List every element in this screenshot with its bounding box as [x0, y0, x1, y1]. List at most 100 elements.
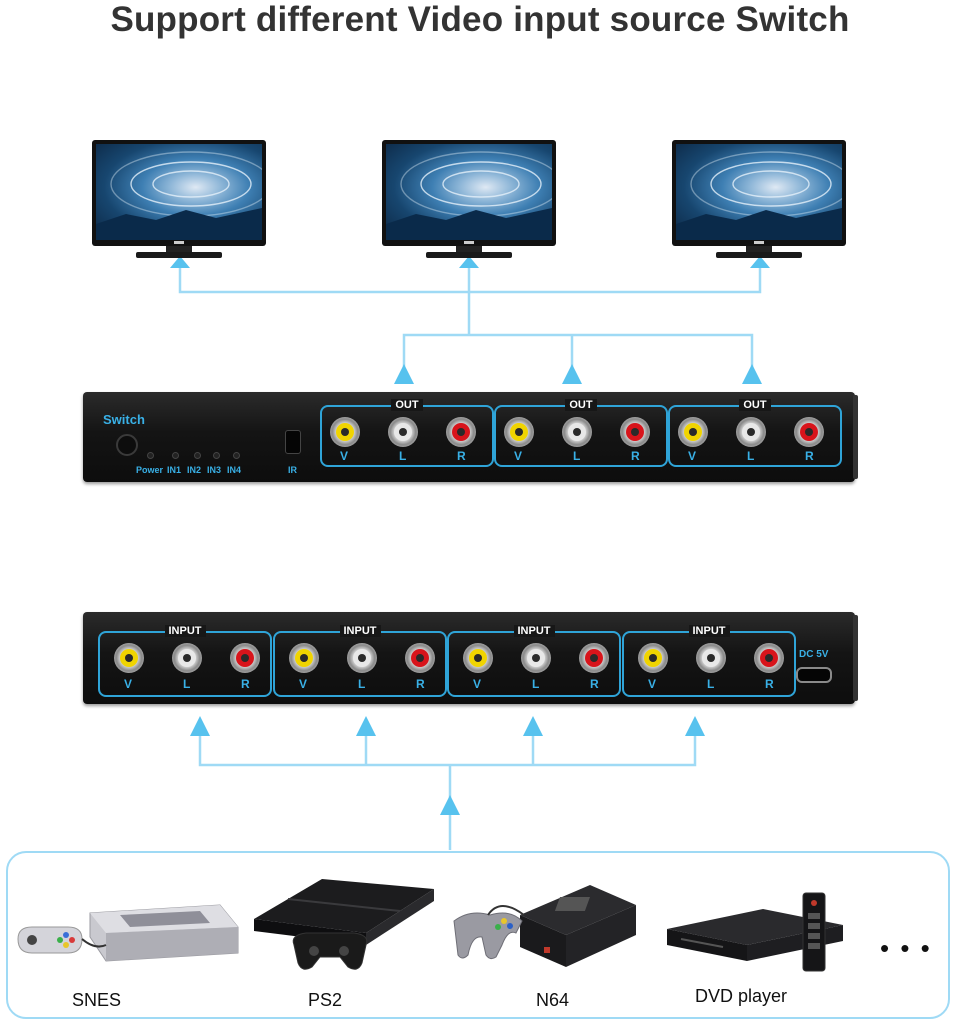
- switch-brand-label: Switch: [103, 412, 145, 427]
- snes-console-icon: [17, 904, 239, 962]
- port-label: R: [416, 677, 425, 691]
- port-label: R: [805, 449, 814, 463]
- ir-sensor-icon: [285, 430, 301, 454]
- usb-c-power-port-icon[interactable]: [796, 667, 832, 683]
- output-group-2: OUT V L R: [494, 399, 668, 467]
- port-label: L: [707, 677, 715, 691]
- led-label-power: Power: [136, 465, 164, 475]
- led-label-in4: IN4: [227, 465, 242, 475]
- audio-right-in-port-icon[interactable]: [405, 643, 435, 673]
- arrow-up-icon: [685, 716, 705, 736]
- audio-left-out-port-icon[interactable]: [736, 417, 766, 447]
- audio-right-in-port-icon[interactable]: [230, 643, 260, 673]
- port-label: R: [631, 449, 640, 463]
- video-in-port-icon[interactable]: [638, 643, 668, 673]
- output-group-1: OUT V L R: [320, 399, 494, 467]
- video-out-port-icon[interactable]: [504, 417, 534, 447]
- source-label-n64: N64: [536, 990, 570, 1010]
- in3-led-icon: [213, 452, 220, 459]
- port-label: L: [532, 677, 540, 691]
- n64-console-icon: [453, 885, 636, 967]
- output-group-label: OUT: [391, 399, 423, 411]
- port-label: V: [648, 677, 657, 691]
- arrow-up-icon: [523, 716, 543, 736]
- port-label: V: [514, 449, 523, 463]
- audio-right-in-port-icon[interactable]: [579, 643, 609, 673]
- arrow-up-icon: [440, 795, 460, 815]
- dc-power-label: DC 5V: [799, 649, 829, 660]
- port-label: R: [765, 677, 774, 691]
- switch-button[interactable]: [116, 434, 138, 456]
- port-label: R: [590, 677, 599, 691]
- more-sources-ellipsis: • • •: [880, 933, 932, 963]
- video-out-port-icon[interactable]: [678, 417, 708, 447]
- port-label: V: [473, 677, 482, 691]
- video-in-port-icon[interactable]: [114, 643, 144, 673]
- video-out-port-icon[interactable]: [330, 417, 360, 447]
- page-title: Support different Video input source Swi…: [110, 0, 850, 39]
- input-group-4: INPUT V L R: [622, 625, 796, 697]
- port-label: L: [573, 449, 581, 463]
- port-label: V: [340, 449, 349, 463]
- in1-led-icon: [172, 452, 179, 459]
- arrow-up-icon: [356, 716, 376, 736]
- audio-left-in-port-icon[interactable]: [696, 643, 726, 673]
- input-group-label: INPUT: [339, 625, 381, 637]
- port-label: R: [457, 449, 466, 463]
- port-label: L: [183, 677, 191, 691]
- dvd-player-icon: [667, 892, 843, 972]
- arrow-up-icon: [170, 256, 190, 268]
- port-label: L: [747, 449, 755, 463]
- input-group-label: INPUT: [688, 625, 730, 637]
- in2-led-icon: [194, 452, 201, 459]
- arrow-up-icon: [394, 364, 414, 384]
- source-label-dvd-player: DVD player: [695, 986, 788, 1006]
- led-label-in2: IN2: [187, 465, 202, 475]
- input-group-3: INPUT V L R: [447, 625, 621, 697]
- audio-right-out-port-icon[interactable]: [794, 417, 824, 447]
- audio-right-in-port-icon[interactable]: [754, 643, 784, 673]
- input-group-2: INPUT V L R: [273, 625, 447, 697]
- audio-right-out-port-icon[interactable]: [620, 417, 650, 447]
- tv-display: [92, 140, 266, 262]
- ps2-console-icon: [254, 879, 434, 970]
- output-group-label: OUT: [739, 399, 771, 411]
- ir-label: IR: [288, 465, 297, 475]
- port-label: R: [241, 677, 250, 691]
- arrow-up-icon: [459, 256, 479, 268]
- output-group-label: OUT: [565, 399, 597, 411]
- port-label: V: [124, 677, 133, 691]
- in4-led-icon: [233, 452, 240, 459]
- audio-left-out-port-icon[interactable]: [388, 417, 418, 447]
- audio-right-out-port-icon[interactable]: [446, 417, 476, 447]
- input-group-label: INPUT: [164, 625, 206, 637]
- output-group-3: OUT V L R: [668, 399, 842, 467]
- port-label: V: [688, 449, 697, 463]
- port-label: L: [399, 449, 407, 463]
- sources-panel: SNES PS2 N64 DVD player • • •: [6, 851, 950, 1019]
- audio-left-out-port-icon[interactable]: [562, 417, 592, 447]
- arrow-up-icon: [190, 716, 210, 736]
- arrow-up-icon: [742, 364, 762, 384]
- tv-display: [672, 140, 846, 262]
- port-label: L: [358, 677, 366, 691]
- arrow-up-icon: [750, 256, 770, 268]
- tv-display: [382, 140, 556, 262]
- video-in-port-icon[interactable]: [289, 643, 319, 673]
- led-label-in1: IN1: [167, 465, 182, 475]
- source-label-ps2: PS2: [308, 990, 343, 1010]
- power-led-icon: [147, 452, 154, 459]
- video-in-port-icon[interactable]: [463, 643, 493, 673]
- port-label: V: [299, 677, 308, 691]
- source-label-snes: SNES: [72, 990, 122, 1010]
- input-group-label: INPUT: [513, 625, 555, 637]
- audio-left-in-port-icon[interactable]: [172, 643, 202, 673]
- audio-left-in-port-icon[interactable]: [347, 643, 377, 673]
- switch-front-panel: Switch Power IN1 IN2 IN3 IN4 IR OUT V L …: [83, 392, 858, 482]
- led-label-in3: IN3: [207, 465, 222, 475]
- switch-rear-panel: INPUT V L R INPUT V L R INPUT V L R INPU…: [83, 612, 858, 704]
- arrow-up-icon: [562, 364, 582, 384]
- input-group-1: INPUT V L R: [98, 625, 272, 697]
- audio-left-in-port-icon[interactable]: [521, 643, 551, 673]
